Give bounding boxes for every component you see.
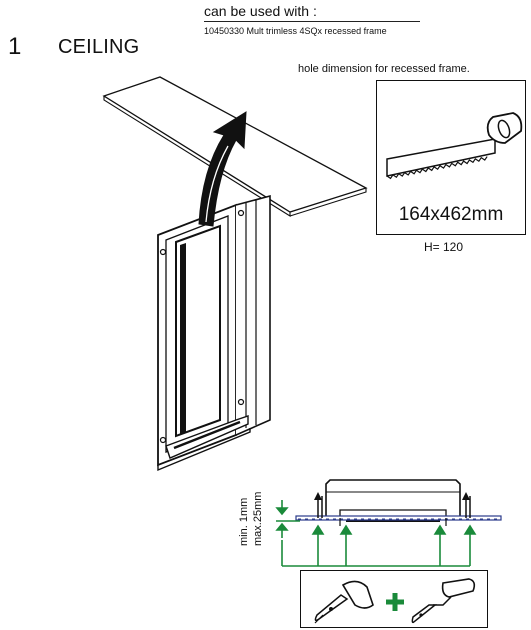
hole-dimension-box: 164x462mm [376, 80, 526, 235]
hole-height-value: H= 120 [424, 240, 464, 254]
spatula-icon [314, 580, 374, 624]
compatibility-label: can be used with : [204, 3, 317, 19]
step-number: 1 [8, 33, 22, 60]
measurement-arrows [275, 500, 477, 567]
curved-arrow-icon [198, 111, 247, 227]
recessed-frame [157, 194, 271, 472]
plus-icon [386, 593, 404, 611]
hole-dimension-value: 164x462mm [398, 204, 504, 225]
paint-roller-icon [411, 578, 476, 624]
section-title: CEILING [58, 36, 140, 58]
hole-dimension-caption: hole dimension for recessed frame. [298, 63, 470, 75]
max-plaster-label: max.25mm [252, 491, 264, 546]
cross-section-detail [295, 479, 502, 526]
tools-box [300, 570, 488, 628]
tools-illustration [314, 578, 476, 624]
compatibility-divider [204, 21, 420, 22]
min-plaster-label: min. 1mm [238, 497, 250, 546]
compatibility-item: 10450330 Mult trimless 4SQx recessed fra… [204, 26, 387, 36]
ceiling-panel [102, 76, 368, 217]
saw-icon [386, 112, 523, 180]
